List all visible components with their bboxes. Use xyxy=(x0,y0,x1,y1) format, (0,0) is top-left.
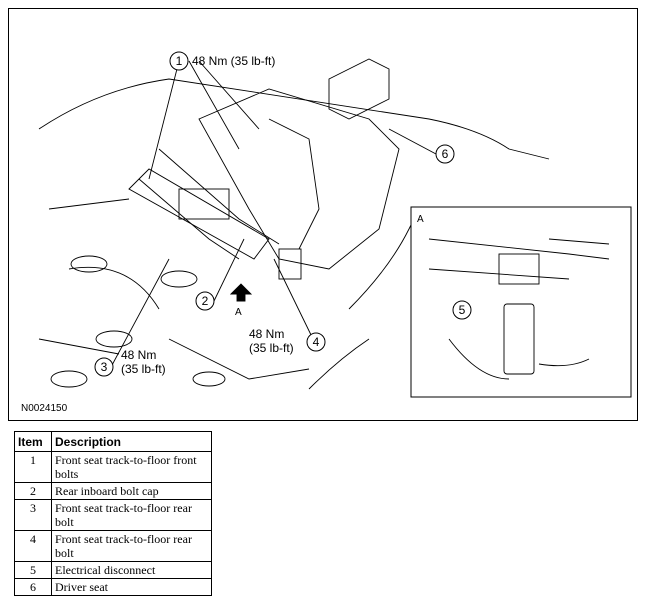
table-row: 1 Front seat track-to-floor front bolts xyxy=(14,451,212,483)
floor-outline xyxy=(38,78,550,160)
callout-3-torque-line1: 48 Nm xyxy=(121,348,156,362)
legend-item-number: 3 xyxy=(14,499,52,531)
legend-item-description: Electrical disconnect xyxy=(51,561,212,579)
table-row: 2 Rear inboard bolt cap xyxy=(14,482,212,500)
driver-seat xyxy=(198,88,400,270)
seat-track xyxy=(138,148,280,260)
inset-frame xyxy=(410,206,632,398)
console xyxy=(328,58,390,120)
callout-5-circle xyxy=(452,300,472,320)
legend-item-number: 2 xyxy=(14,482,52,500)
legend-header-item: Item xyxy=(14,431,52,452)
callout-3-circle xyxy=(94,357,114,377)
electrical-connector xyxy=(503,303,535,375)
callout-2-circle xyxy=(195,291,215,311)
legend-header-description: Description xyxy=(51,431,212,452)
legend-item-description: Front seat track-to-floor rear bolt xyxy=(51,499,212,531)
callout-2-number: 2 xyxy=(202,294,209,308)
callout-4-circle xyxy=(306,332,326,352)
seat-removal-drawing: 1 2 3 4 5 6 48 Nm (35 lb-ft) 48 Nm (35 l… xyxy=(38,51,632,398)
legend-item-description: Rear inboard bolt cap xyxy=(51,482,212,500)
callout-4-number: 4 xyxy=(313,335,320,349)
callout-4-torque-line2: (35 lb-ft) xyxy=(249,341,294,355)
table-row: 5 Electrical disconnect xyxy=(14,561,212,579)
inset-label: A xyxy=(417,214,424,225)
callout-3-number: 3 xyxy=(101,360,108,374)
callout-4-torque-line1: 48 Nm xyxy=(249,327,284,341)
callout-1-number: 1 xyxy=(176,54,183,68)
table-row: 4 Front seat track-to-floor rear bolt xyxy=(14,530,212,562)
connector-upper xyxy=(498,253,540,285)
legend-header-row: Item Description xyxy=(14,431,212,452)
legend-table: Item Description 1 Front seat track-to-f… xyxy=(14,431,212,596)
callout-1-torque: 48 Nm (35 lb-ft) xyxy=(192,54,275,68)
callout-5-number: 5 xyxy=(459,303,466,317)
callout-1-circle xyxy=(169,51,189,71)
legend-item-number: 5 xyxy=(14,561,52,579)
legend-item-description: Front seat track-to-floor front bolts xyxy=(51,451,212,483)
table-row: 3 Front seat track-to-floor rear bolt xyxy=(14,499,212,531)
legend-item-description: Driver seat xyxy=(51,578,212,596)
table-row: 6 Driver seat xyxy=(14,578,212,596)
legend-item-number: 1 xyxy=(14,451,52,483)
legend-item-description: Front seat track-to-floor rear bolt xyxy=(51,530,212,562)
legend-item-number: 4 xyxy=(14,530,52,562)
figure-id: N0024150 xyxy=(21,403,68,414)
view-arrow-icon xyxy=(229,283,253,302)
view-label: A xyxy=(235,307,242,318)
legend-item-number: 6 xyxy=(14,578,52,596)
callout-6-circle xyxy=(435,144,455,164)
illustration-frame: 1 2 3 4 5 6 48 Nm (35 lb-ft) 48 Nm (35 l… xyxy=(8,8,638,421)
callout-3-torque-line2: (35 lb-ft) xyxy=(121,362,166,376)
callout-6-number: 6 xyxy=(442,147,449,161)
